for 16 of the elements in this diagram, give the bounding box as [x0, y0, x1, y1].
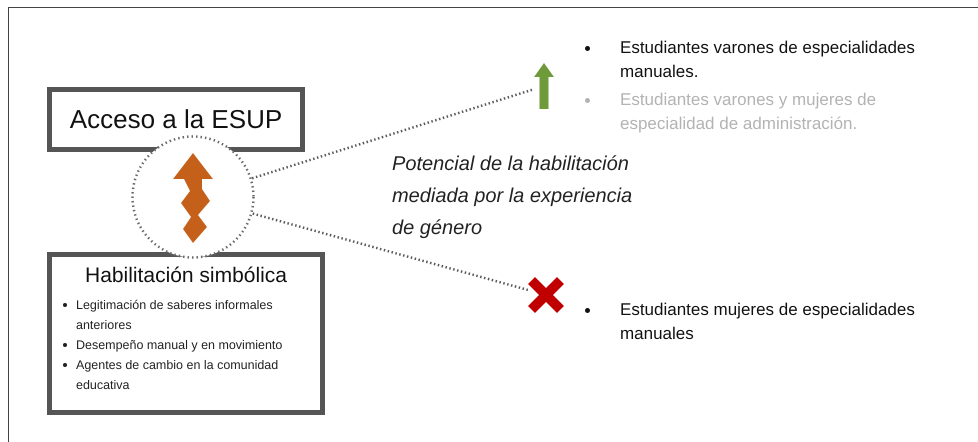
bullet-text: Estudiantes varones y mujeres de especialidad de administración. — [620, 89, 878, 135]
cross-icon — [528, 277, 564, 313]
dotted-connector — [252, 88, 534, 180]
bullet-text: Estudiantes varones de especialidades manuales. — [620, 37, 916, 83]
connector-caption: Potencial de la habilitación mediada por la experiencia de género — [392, 152, 634, 241]
up-arrow-icon — [534, 63, 554, 109]
bullet-text: Agentes de cambio en la comunidad educativa — [76, 357, 280, 394]
dotted-connector — [252, 212, 528, 292]
node-heading: Habilitación simbólica — [84, 263, 288, 289]
bullet-text: Desempeño manual y en movimiento — [76, 337, 282, 354]
text-box — [47, 87, 305, 152]
bullet-text: Legitimación de saberes informales anteriores — [76, 297, 274, 334]
bullet-text: Estudiantes mujeres de especialidades manuales — [620, 299, 916, 345]
zigzag-arrow-circle — [131, 135, 255, 259]
text-box — [47, 252, 325, 415]
node-title: Acceso a la ESUP — [70, 103, 282, 136]
